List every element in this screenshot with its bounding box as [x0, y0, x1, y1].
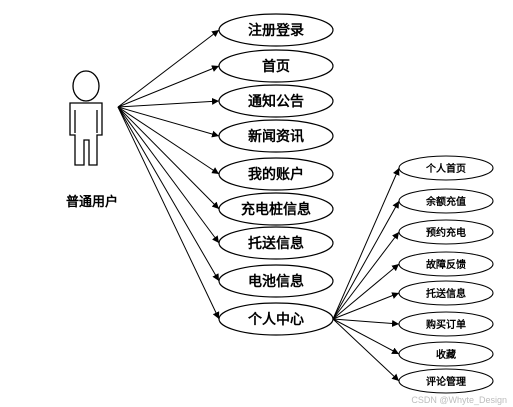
association-balance-recharge	[332, 200, 400, 320]
association-charging-pile-info	[117, 106, 220, 210]
use-case-ellipse	[398, 280, 494, 306]
association-reserve-charging	[332, 231, 400, 320]
association-home	[117, 65, 220, 108]
use-case-ellipse	[218, 119, 334, 153]
sub-use-case-purchase-orders[interactable]: 购买订单	[398, 311, 494, 337]
watermark: CSDN @Whyte_Design	[411, 395, 507, 405]
use-case-label: 注册登录	[248, 22, 304, 39]
use-case-home[interactable]: 首页	[218, 49, 334, 83]
use-case-label: 评论管理	[426, 375, 466, 388]
association-personal-center	[117, 106, 220, 320]
use-case-label: 预约充电	[426, 226, 466, 239]
association-register-login	[117, 29, 220, 108]
sub-use-case-balance-recharge[interactable]: 余额充值	[398, 188, 494, 214]
association-consignment-info-sub	[332, 292, 400, 320]
sub-use-case-comment-management[interactable]: 评论管理	[398, 368, 494, 394]
association-consignment-info	[117, 106, 220, 244]
use-case-label: 新闻资讯	[248, 128, 304, 145]
use-case-ellipse	[398, 219, 494, 245]
association-personal-home	[332, 167, 400, 320]
use-case-ellipse	[398, 368, 494, 394]
use-case-label: 余额充值	[425, 195, 466, 208]
use-case-ellipse	[218, 264, 334, 298]
association-battery-info	[117, 106, 220, 282]
use-case-ellipse	[218, 13, 334, 47]
use-case-label: 我的账户	[248, 166, 304, 183]
use-case-label: 收藏	[436, 348, 456, 361]
association-my-account	[117, 106, 220, 175]
use-case-label: 个人首页	[425, 162, 466, 175]
use-case-ellipse	[218, 84, 334, 118]
use-case-label: 个人中心	[247, 311, 304, 328]
use-case-ellipse	[398, 311, 494, 337]
use-case-news[interactable]: 新闻资讯	[218, 119, 334, 153]
use-case-ellipse	[218, 49, 334, 83]
use-case-label: 电池信息	[248, 273, 304, 290]
association-favorites	[332, 318, 400, 355]
use-case-ellipse	[218, 226, 334, 260]
use-case-ellipse	[218, 157, 334, 191]
use-case-ellipse	[218, 302, 334, 336]
actor-label: 普通用户	[66, 194, 118, 210]
use-case-personal-center[interactable]: 个人中心	[218, 302, 334, 336]
use-case-ellipse	[398, 341, 494, 367]
actor-person-icon	[69, 70, 103, 166]
association-news	[117, 106, 220, 138]
sub-use-case-fault-feedback[interactable]: 故障反馈	[398, 251, 494, 277]
association-lines	[117, 29, 400, 382]
use-case-battery-info[interactable]: 电池信息	[218, 264, 334, 298]
use-case-label: 首页	[262, 58, 290, 75]
sub-use-case-personal-home[interactable]: 个人首页	[398, 155, 494, 181]
use-case-ellipse	[218, 192, 334, 226]
use-case-ellipse	[398, 155, 494, 181]
use-case-charging-pile-info[interactable]: 充电桩信息	[218, 192, 334, 226]
use-case-my-account[interactable]: 我的账户	[218, 157, 334, 191]
association-notice	[117, 97, 220, 108]
use-case-notice[interactable]: 通知公告	[218, 84, 334, 118]
use-case-label: 托送信息	[248, 235, 304, 252]
association-comment-management	[332, 318, 400, 382]
association-fault-feedback	[332, 263, 400, 320]
sub-use-case-reserve-charging[interactable]: 预约充电	[398, 219, 494, 245]
use-case-label: 托送信息	[426, 287, 466, 300]
use-case-ellipse	[398, 188, 494, 214]
use-case-label: 通知公告	[248, 93, 304, 110]
use-case-label: 故障反馈	[426, 258, 466, 271]
sub-use-case-favorites[interactable]: 收藏	[398, 341, 494, 367]
sub-use-case-consignment-info-sub[interactable]: 托送信息	[398, 280, 494, 306]
use-case-label: 购买订单	[426, 318, 466, 331]
use-case-ellipse	[398, 251, 494, 277]
use-case-consignment-info[interactable]: 托送信息	[218, 226, 334, 260]
use-case-register-login[interactable]: 注册登录	[218, 13, 334, 47]
association-purchase-orders	[332, 318, 400, 327]
use-case-label: 充电桩信息	[241, 201, 311, 218]
